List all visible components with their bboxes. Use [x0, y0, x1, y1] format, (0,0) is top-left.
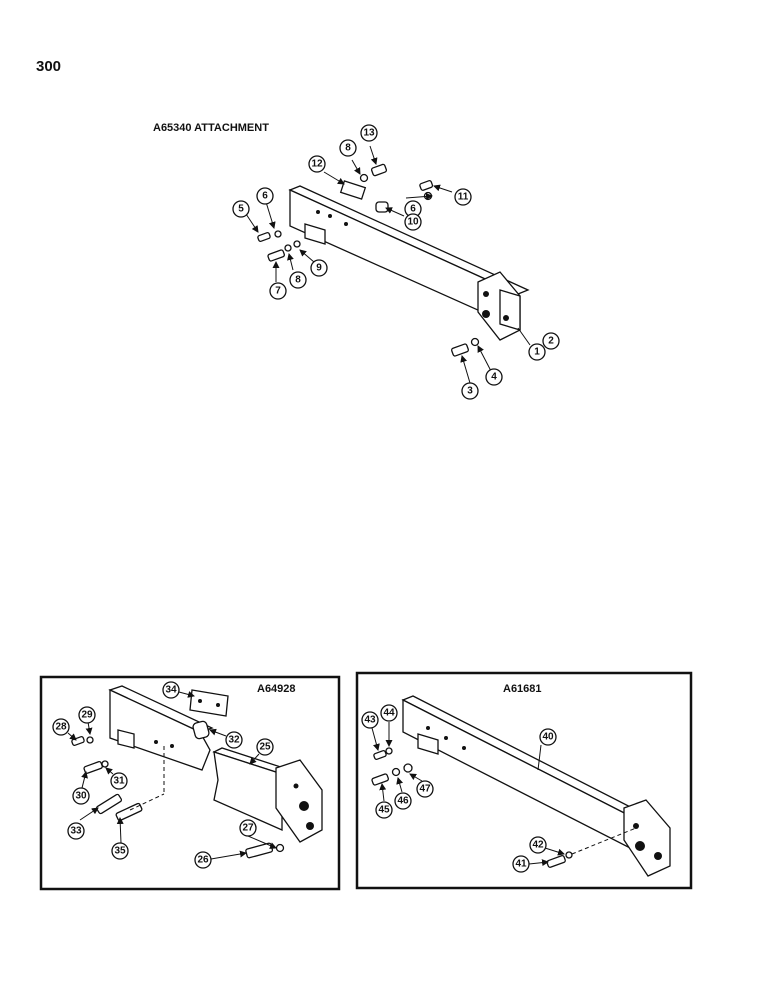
callout-3: 3 [461, 382, 479, 400]
svg-text:25: 25 [259, 742, 271, 753]
svg-text:8: 8 [345, 143, 351, 154]
svg-text:27: 27 [242, 823, 254, 834]
svg-text:47: 47 [419, 784, 431, 795]
callout-1: 1 [528, 343, 546, 361]
section-title-a65340: A65340 ATTACHMENT [153, 122, 269, 134]
svg-text:31: 31 [113, 776, 125, 787]
callout-12: 12 [308, 155, 326, 173]
callout-8a: 8 [339, 139, 357, 157]
callout-6a: 6 [256, 187, 274, 205]
svg-text:45: 45 [378, 805, 390, 816]
callout-7: 7 [269, 282, 287, 300]
svg-text:26: 26 [197, 855, 209, 866]
svg-text:9: 9 [316, 263, 322, 274]
frame-a61681 [355, 671, 693, 890]
svg-text:6: 6 [262, 191, 268, 202]
svg-text:28: 28 [55, 722, 67, 733]
svg-text:4: 4 [491, 372, 497, 383]
callout-28: 28 [52, 718, 70, 736]
callout-31: 31 [110, 772, 128, 790]
callout-4: 4 [485, 368, 503, 386]
callout-30: 30 [72, 787, 90, 805]
callout-33: 33 [67, 822, 85, 840]
svg-text:34: 34 [165, 685, 177, 696]
section-title-a61681: A61681 [503, 683, 542, 695]
callout-44: 44 [380, 704, 398, 722]
svg-text:29: 29 [81, 710, 93, 721]
leaders-a65340 [245, 145, 531, 384]
callout-42: 42 [529, 836, 547, 854]
callout-25: 25 [256, 738, 274, 756]
callout-35: 35 [111, 842, 129, 860]
svg-text:2: 2 [548, 336, 554, 347]
callout-2: 2 [542, 332, 560, 350]
callout-41: 41 [512, 855, 530, 873]
callout-43: 43 [361, 711, 379, 729]
svg-text:32: 32 [228, 735, 240, 746]
svg-text:3: 3 [467, 386, 473, 397]
small-hardware-a61681 [371, 747, 637, 868]
callout-46: 46 [394, 792, 412, 810]
leaders-a64928 [67, 691, 277, 860]
small-hardware-a64928 [71, 736, 285, 859]
leaders-a61681 [371, 722, 565, 867]
callout-13: 13 [360, 124, 378, 142]
svg-text:1: 1 [534, 347, 540, 358]
callout-40: 40 [539, 728, 557, 746]
callout-45: 45 [375, 801, 393, 819]
callout-47: 47 [416, 780, 434, 798]
svg-text:10: 10 [407, 217, 419, 228]
svg-text:46: 46 [397, 796, 409, 807]
drawbar-a61681 [401, 695, 671, 877]
svg-text:5: 5 [238, 204, 244, 215]
callout-34: 34 [162, 681, 180, 699]
svg-text:35: 35 [114, 846, 126, 857]
callout-26: 26 [194, 851, 212, 869]
svg-text:40: 40 [542, 732, 554, 743]
svg-text:33: 33 [70, 826, 82, 837]
svg-text:8: 8 [295, 275, 301, 286]
svg-text:6: 6 [410, 204, 416, 215]
svg-text:7: 7 [275, 286, 281, 297]
svg-text:43: 43 [364, 715, 376, 726]
callout-10: 10 [404, 213, 422, 231]
page-number: 300 [36, 58, 62, 75]
callout-11: 11 [454, 188, 472, 206]
svg-text:11: 11 [458, 192, 469, 203]
callout-5: 5 [232, 200, 250, 218]
section-title-a64928: A64928 [257, 683, 296, 695]
svg-text:30: 30 [75, 791, 87, 802]
svg-text:42: 42 [532, 840, 544, 851]
drawbar-a64928 [108, 685, 323, 843]
svg-text:44: 44 [383, 708, 395, 719]
svg-text:13: 13 [363, 128, 375, 139]
svg-text:12: 12 [311, 159, 323, 170]
frame-a64928 [39, 675, 341, 891]
callout-8b: 8 [289, 271, 307, 289]
callout-29: 29 [78, 706, 96, 724]
callout-9: 9 [310, 259, 328, 277]
callout-27: 27 [239, 819, 257, 837]
svg-text:41: 41 [515, 859, 527, 870]
callout-32: 32 [225, 731, 243, 749]
